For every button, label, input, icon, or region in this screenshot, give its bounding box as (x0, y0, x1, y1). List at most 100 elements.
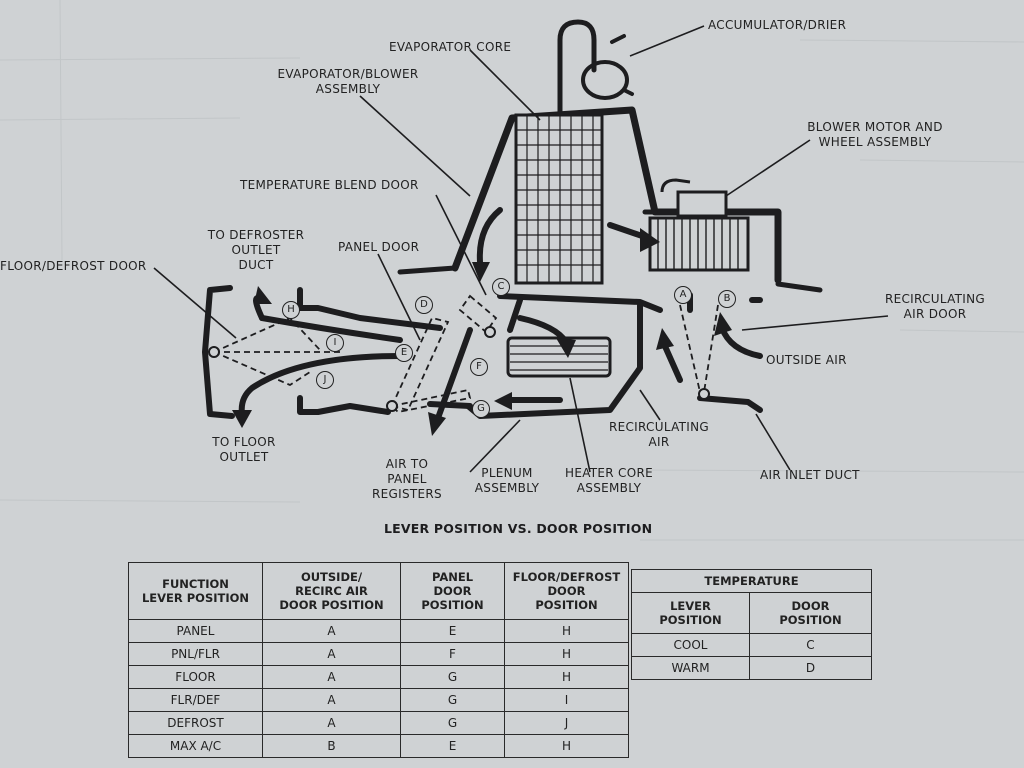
lever-table-header-row: FUNCTION LEVER POSITION OUTSIDE/ RECIRC … (128, 562, 629, 620)
header-temp-door-position: DOOR POSITION (749, 592, 872, 634)
door-marker-i: I (326, 334, 344, 352)
door-marker-h: H (282, 301, 300, 319)
label-floor-defrost-door: FLOOR/DEFROST DOOR (0, 259, 147, 273)
header-panel-line2: DOOR (433, 584, 472, 598)
door-marker-d: D (415, 296, 433, 314)
label-blower-motor-line1: BLOWER MOTOR AND (807, 120, 943, 134)
label-floor-outlet-line2: OUTLET (219, 450, 269, 464)
label-recirc-air-line2: AIR (648, 435, 670, 449)
label-panel-reg-line3: REGISTERS (372, 487, 442, 501)
table-row: DEFROST A G J (128, 711, 629, 735)
temperature-header-row: LEVER POSITION DOOR POSITION (631, 592, 872, 634)
label-recirculating-air-door: RECIRCULATING AIR DOOR (880, 292, 990, 322)
label-plenum-line2: ASSEMBLY (474, 481, 540, 495)
bleed-through-lines (0, 0, 1024, 541)
door-marker-j: J (316, 371, 334, 389)
label-heater-core-line1: HEATER CORE (565, 466, 653, 480)
door-marker-b: B (718, 290, 736, 308)
cell-outside-door: A (262, 688, 401, 712)
label-to-floor-outlet: TO FLOOR OUTLET (196, 435, 292, 465)
label-floor-outlet-line1: TO FLOOR (212, 435, 276, 449)
cell-floor-door: H (504, 642, 629, 666)
label-panel-reg-line1: AIR TO (385, 457, 429, 471)
cell-outside-door: A (262, 619, 401, 643)
table-row: PANEL A E H (128, 619, 629, 643)
cell-function: FLR/DEF (128, 688, 263, 712)
header-outside-line2: RECIRC AIR (295, 584, 368, 598)
cell-panel-door: F (400, 642, 505, 666)
cell-function: PNL/FLR (128, 642, 263, 666)
blower-motor (648, 178, 750, 272)
cell-panel-door: G (400, 711, 505, 735)
table-row: FLOOR A G H (128, 665, 629, 689)
header-temp-lever-position: LEVER POSITION (631, 592, 750, 634)
label-defroster-outlet-duct: TO DEFROSTER OUTLET DUCT (198, 228, 314, 273)
cell-temp-lever: COOL (631, 633, 750, 657)
header-function-line2: LEVER POSITION (141, 591, 250, 605)
label-outside-air: OUTSIDE AIR (766, 353, 847, 367)
door-swing-paths (213, 294, 719, 413)
header-outside-recirc-door: OUTSIDE/ RECIRC AIR DOOR POSITION (262, 562, 401, 620)
cell-outside-door: A (262, 665, 401, 689)
header-temp-lever-line2: POSITION (659, 613, 722, 627)
table-row: FLR/DEF A G I (128, 688, 629, 712)
cell-temp-door: C (749, 633, 872, 657)
header-temp-door-line2: POSITION (779, 613, 842, 627)
label-evaporator-blower-line1: EVAPORATOR/BLOWER (277, 67, 419, 81)
cell-temp-door: D (749, 656, 872, 680)
door-marker-c: C (492, 278, 510, 296)
temperature-title: TEMPERATURE (631, 569, 872, 593)
label-evaporator-core: EVAPORATOR CORE (389, 40, 512, 54)
label-plenum-line1: PLENUM (481, 466, 533, 480)
table-row: WARM D (631, 656, 872, 680)
housing-outline (397, 106, 823, 293)
cell-function: PANEL (128, 619, 263, 643)
label-recirc-door-line2: AIR DOOR (903, 307, 967, 321)
cell-temp-lever: WARM (631, 656, 750, 680)
cell-outside-door: A (262, 711, 401, 735)
header-panel-line1: PANEL (431, 570, 474, 584)
callout-leaders (153, 25, 889, 473)
label-recirc-air-line1: RECIRCULATING (608, 420, 710, 434)
temperature-title-row: TEMPERATURE (631, 569, 872, 593)
accumulator-drier (557, 19, 634, 115)
heater-core (506, 336, 612, 378)
cell-panel-door: E (400, 619, 505, 643)
lever-position-table: FUNCTION LEVER POSITION OUTSIDE/ RECIRC … (128, 562, 629, 758)
label-evaporator-blower-line2: ASSEMBLY (315, 82, 381, 96)
header-floor-line3: POSITION (535, 598, 598, 612)
cell-panel-door: G (400, 688, 505, 712)
door-marker-g: G (472, 400, 490, 418)
door-marker-f: F (470, 358, 488, 376)
label-air-to-panel-registers: AIR TO PANEL REGISTERS (362, 457, 452, 502)
cell-function: FLOOR (128, 665, 263, 689)
table-row: MAX A/C B E H (128, 734, 629, 758)
label-recirc-door-line1: RECIRCULATING (884, 292, 986, 306)
evaporator-core (514, 113, 604, 285)
label-defroster-line2: OUTLET (231, 243, 281, 257)
header-panel-line3: POSITION (421, 598, 484, 612)
cell-function: MAX A/C (128, 734, 263, 758)
table-row: PNL/FLR A F H (128, 642, 629, 666)
header-function-lever-position: FUNCTION LEVER POSITION (128, 562, 263, 620)
cell-floor-door: J (504, 711, 629, 735)
temperature-table: TEMPERATURE LEVER POSITION DOOR POSITION… (631, 569, 872, 680)
header-function-line1: FUNCTION (162, 577, 229, 591)
header-outside-line3: DOOR POSITION (279, 598, 384, 612)
header-temp-door-line1: DOOR (791, 599, 830, 613)
door-marker-a: A (674, 286, 692, 304)
cell-floor-door: H (504, 665, 629, 689)
cell-outside-door: B (262, 734, 401, 758)
header-floor-defrost-door-position: FLOOR/DEFROST DOOR POSITION (504, 562, 629, 620)
header-panel-door-position: PANEL DOOR POSITION (400, 562, 505, 620)
cell-floor-door: I (504, 688, 629, 712)
label-evaporator-blower-assembly: EVAPORATOR/BLOWER ASSEMBLY (268, 67, 428, 97)
table-title: LEVER POSITION VS. DOOR POSITION (384, 521, 653, 536)
cell-floor-door: H (504, 619, 629, 643)
door-pivots (208, 326, 710, 412)
label-temperature-blend-door: TEMPERATURE BLEND DOOR (240, 178, 419, 192)
label-defroster-line3: DUCT (238, 258, 274, 272)
label-blower-motor-wheel: BLOWER MOTOR AND WHEEL ASSEMBLY (800, 120, 950, 150)
door-marker-e: E (395, 344, 413, 362)
